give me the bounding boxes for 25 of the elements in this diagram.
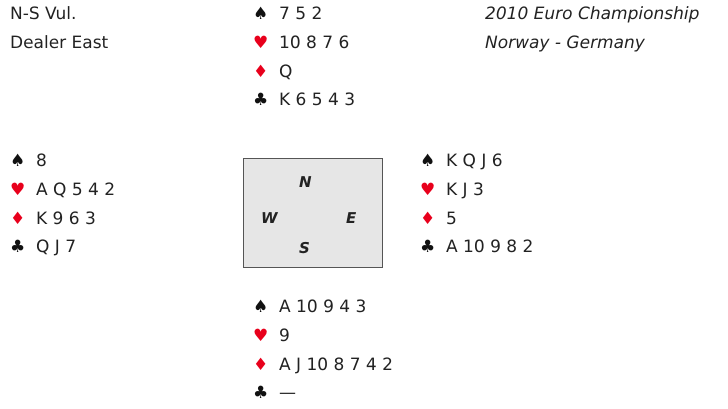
hand-holding: ♥ 10 8 7 6: [253, 32, 350, 54]
hand-holding: ♣ K 6 5 4 3: [253, 89, 356, 111]
compass-direction: S: [299, 239, 310, 257]
compass-direction: W: [261, 209, 278, 227]
hand-holding: ♣ A 10 9 8 2: [420, 236, 534, 258]
hand-holding: ♣ Q J 7: [10, 236, 76, 258]
hand-holding: ♠ A 10 9 4 3: [253, 296, 366, 318]
compass-direction: E: [346, 209, 356, 227]
compass-box: [243, 158, 383, 268]
hand-holding: ♥ 9: [253, 325, 290, 347]
event-title: Norway - Germany: [485, 32, 645, 54]
hand-holding: ♠ 7 5 2: [253, 3, 322, 25]
hand-holding: ♣ —: [253, 382, 296, 404]
hand-holding: ♦ K 9 6 3: [10, 208, 96, 230]
hand-holding: ♥ A Q 5 4 2: [10, 179, 116, 201]
hand-holding: ♦ Q: [253, 61, 292, 83]
hand-holding: ♦ A J 10 8 7 4 2: [253, 354, 393, 376]
event-title: 2010 Euro Championship: [485, 3, 700, 25]
hand-holding: ♦ 5: [420, 208, 457, 230]
compass-direction: N: [299, 173, 312, 191]
deal-info: N-S Vul.: [10, 3, 76, 25]
hand-holding: ♠ 8: [10, 150, 47, 172]
hand-holding: ♥ K J 3: [420, 179, 484, 201]
deal-info: Dealer East: [10, 32, 108, 54]
hand-holding: ♠ K Q J 6: [420, 150, 503, 172]
